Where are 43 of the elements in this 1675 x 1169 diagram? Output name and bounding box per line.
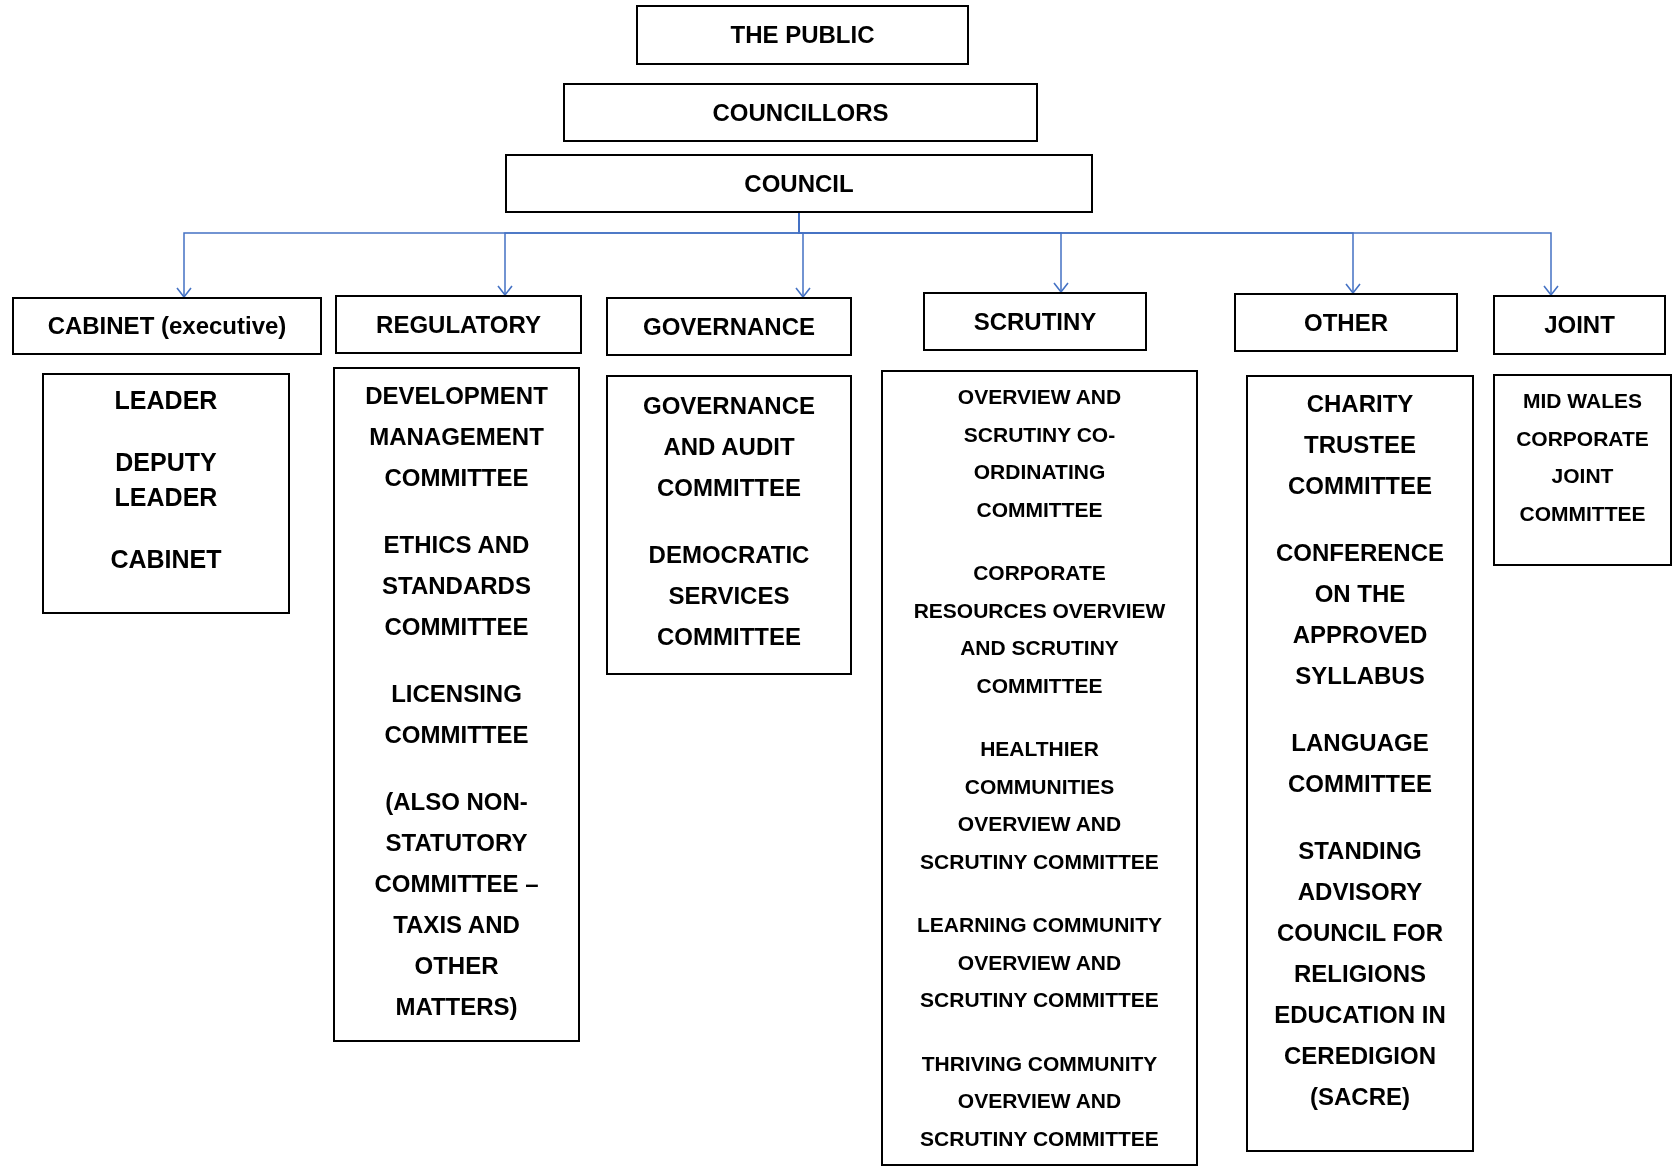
committee-name: LICENSING COMMITTEE [383, 679, 530, 750]
category-box [1493, 295, 1666, 355]
title-text: THE PUBLIC [730, 21, 875, 49]
committee-name: THRIVING COMMUNITY OVERVIEW AND SCRUTINY COMMITTEE [919, 1050, 1160, 1152]
committee-name: CORPORATE RESOURCES OVERVIEW AND SCRUTINY COMMITTEE [913, 560, 1166, 699]
committee-box [606, 375, 852, 675]
committee-name: OVERVIEW AND SCRUTINY CO-ORDINATING COMMITTEE [956, 384, 1123, 523]
category-label: JOINT [1544, 311, 1615, 339]
committee-name: DEPUTY LEADER [113, 447, 219, 513]
committee-name: STANDING ADVISORY COUNCIL FOR RELIGIONS EDUCATION IN CEREDIGION (SACRE) [1273, 836, 1447, 1112]
committee-name: LANGUAGE COMMITTEE [1287, 728, 1433, 799]
committee-name: (ALSO NON-STATUTORY COMMITTEE – TAXIS AND OTHER MATTERS) [373, 787, 540, 1022]
title-box [636, 5, 969, 65]
committee-name: CONFERENCE ON THE APPROVED SYLLABUS [1275, 538, 1445, 691]
committee-box [333, 367, 580, 1042]
committee-name: CABINET [110, 544, 222, 575]
title-box [563, 83, 1038, 142]
committee-box [42, 373, 290, 614]
category-label: REGULATORY [376, 310, 541, 339]
category-label: OTHER [1304, 308, 1388, 337]
category-label: SCRUTINY [973, 307, 1097, 336]
committee-name: DEVELOPMENT MANAGEMENT COMMITTEE [364, 381, 549, 493]
committee-name: ETHICS AND STANDARDS COMMITTEE [381, 530, 532, 642]
category-box [1234, 293, 1458, 352]
committee-box [1493, 374, 1672, 566]
title-text: COUNCIL [744, 169, 854, 198]
committee-name: LEADER [114, 385, 218, 416]
committee-name: DEMOCRATIC SERVICES COMMITTEE [647, 540, 811, 652]
committee-box [881, 370, 1198, 1166]
committee-name: GOVERNANCE AND AUDIT COMMITTEE [642, 391, 816, 503]
committee-name: HEALTHIER COMMUNITIES OVERVIEW AND SCRUTINY COMMITTEE [919, 736, 1160, 875]
category-box [335, 295, 582, 354]
category-box [606, 297, 852, 356]
category-box [923, 292, 1147, 351]
committee-box [1246, 375, 1474, 1152]
committee-name: MID WALES CORPORATE JOINT COMMITTEE [1515, 388, 1650, 527]
committee-name: CHARITY TRUSTEE COMMITTEE [1287, 389, 1433, 501]
title-text: COUNCILLORS [712, 98, 889, 127]
category-box [12, 297, 322, 355]
category-label: CABINET (executive) [47, 312, 287, 340]
title-box [505, 154, 1093, 213]
category-label: GOVERNANCE [643, 312, 815, 341]
committee-name: LEARNING COMMUNITY OVERVIEW AND SCRUTINY COMMITTEE [916, 912, 1163, 1013]
